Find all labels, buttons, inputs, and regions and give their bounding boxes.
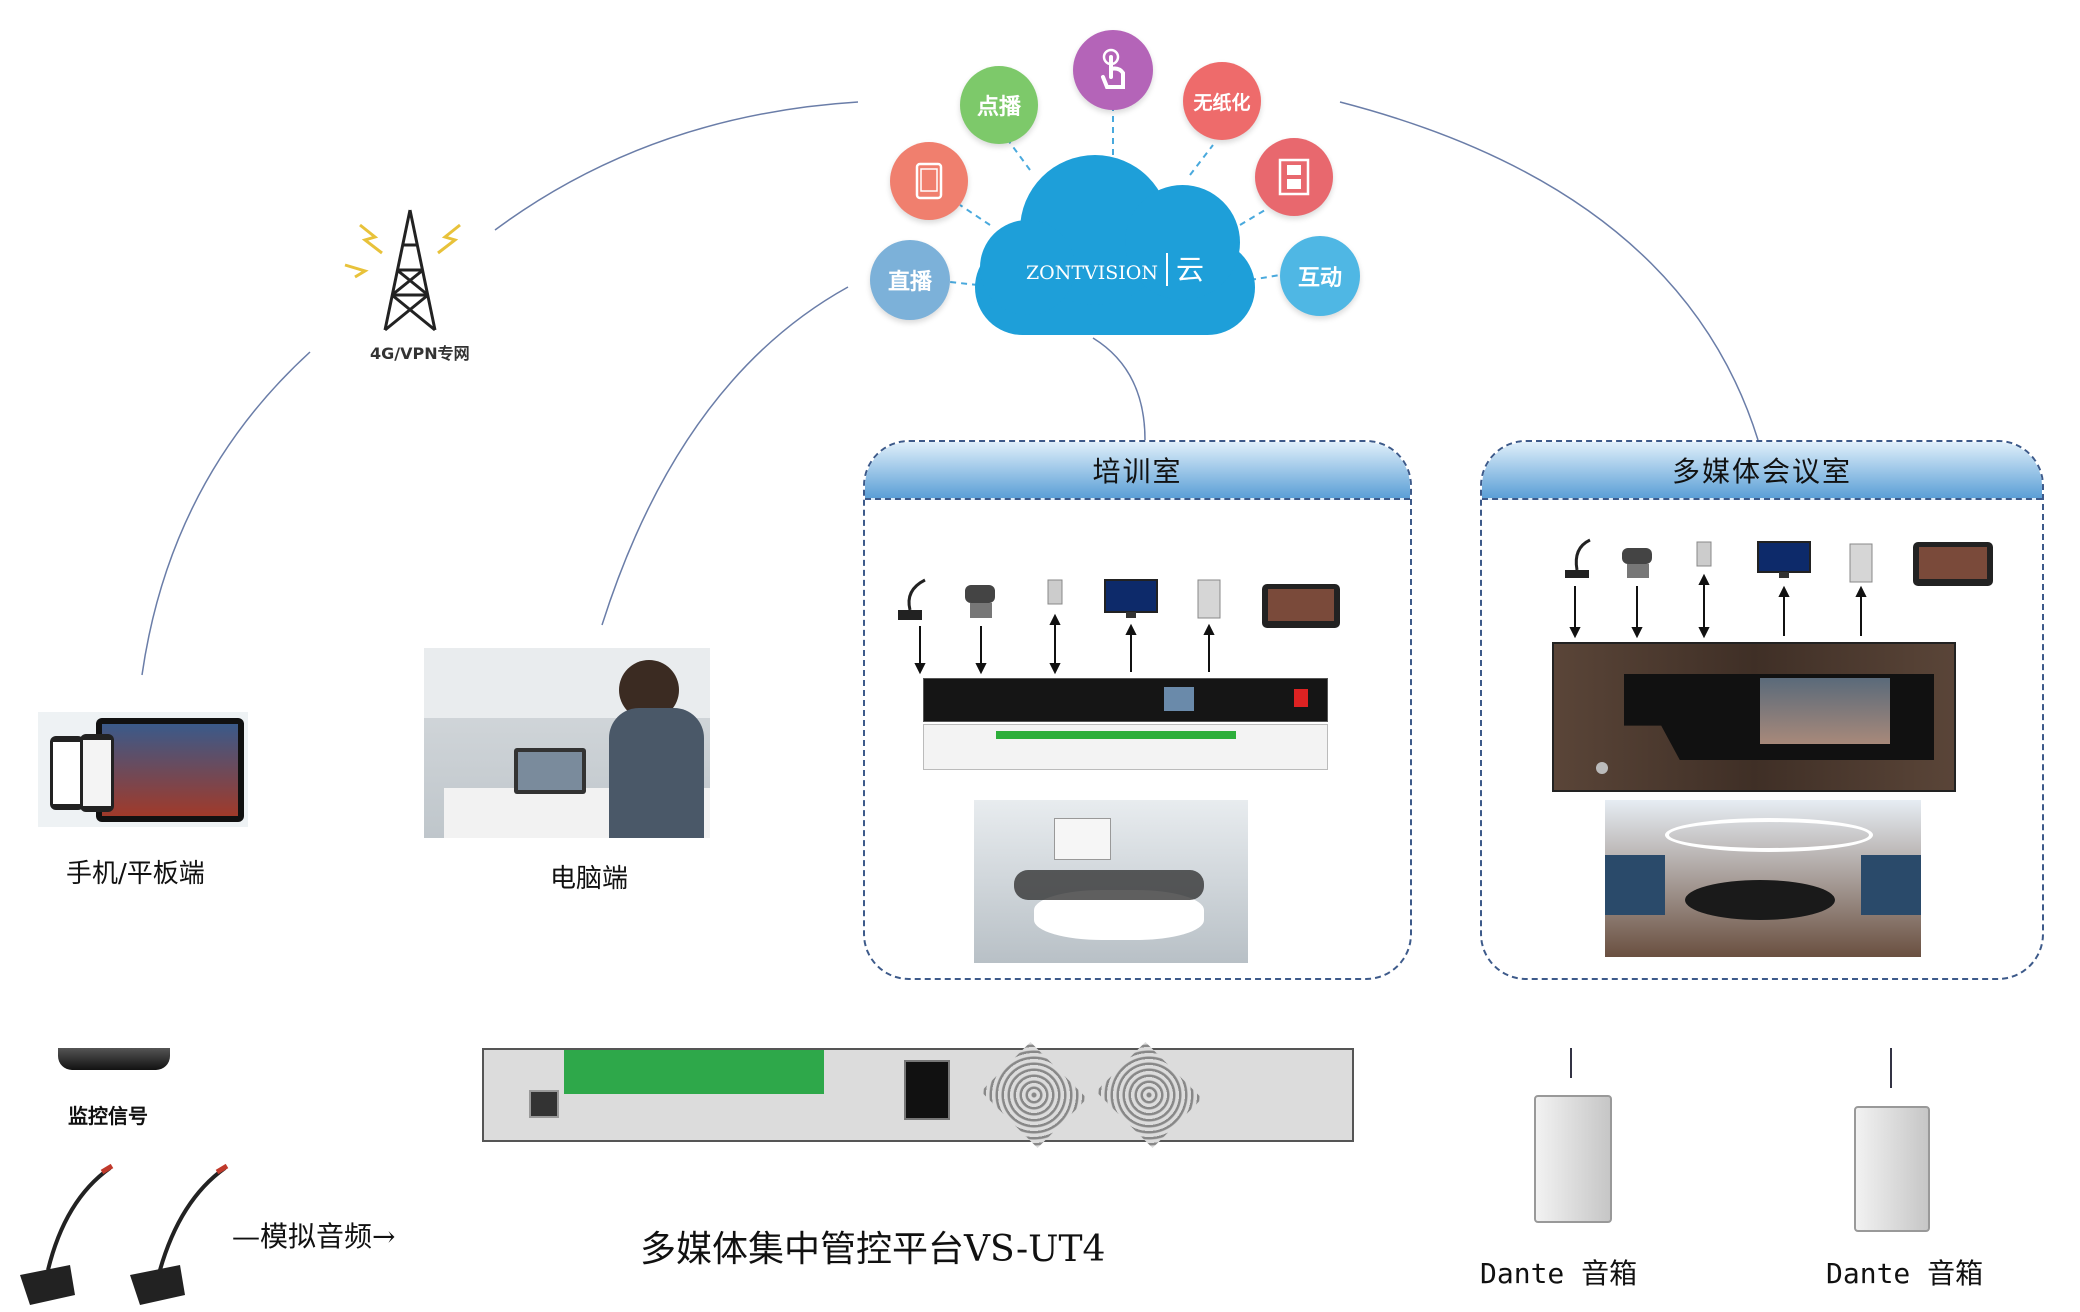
speaker-icon <box>1849 543 1873 583</box>
link-cloud-to-pc <box>601 286 849 626</box>
gooseneck-mic-icon <box>898 578 926 620</box>
gooseneck-mic-icon <box>1565 538 1591 578</box>
training-room-photo <box>974 800 1248 963</box>
service-film-bubble <box>1255 138 1333 216</box>
service-vod-bubble: 点播 <box>960 66 1038 144</box>
tablet-icon <box>915 162 943 200</box>
mobile-label: 手机/平板端 <box>66 859 205 889</box>
control-panel-icon <box>1696 541 1712 567</box>
training-controller-front <box>923 678 1328 722</box>
display-monitor-icon <box>1757 541 1811 578</box>
network-tower: 4G/VPN专网 <box>330 205 490 375</box>
mobile-tablet-image <box>38 712 248 827</box>
cloud-shape <box>975 145 1255 335</box>
touch-hand-icon <box>1101 48 1125 89</box>
service-paperless-bubble: 无纸化 <box>1183 62 1261 140</box>
desk-microphone-icon <box>130 1163 229 1305</box>
control-panel-icon <box>1047 579 1063 605</box>
service-interactive-label: 互动 <box>1297 266 1342 291</box>
ptz-camera-icon <box>965 585 995 618</box>
link-tower-to-mobile <box>141 351 311 676</box>
meeting-room-photo <box>1605 800 1921 957</box>
analog-audio-label: —模拟音频→ <box>232 1220 396 1253</box>
desk-microphone-icon <box>20 1163 114 1305</box>
service-vod-label: 点播 <box>976 95 1021 120</box>
pc-user-image <box>424 648 710 838</box>
link-cloud-to-tower <box>494 101 859 231</box>
brand-suffix: 云 <box>1166 253 1205 286</box>
meeting-room-devices <box>1565 538 1993 639</box>
service-live-bubble: 直播 <box>870 240 950 320</box>
link-cloud-to-meeting <box>1339 101 1759 441</box>
dante-speaker-right <box>1854 1106 1930 1232</box>
service-interactive-bubble: 互动 <box>1280 236 1360 316</box>
speaker-right-cable <box>1890 1048 1892 1088</box>
training-room-devices <box>898 578 1340 675</box>
service-live-label: 直播 <box>887 270 932 295</box>
meeting-room-title: 多媒体会议室 <box>1482 442 2042 500</box>
monitor-device <box>58 1048 170 1070</box>
platform-label: 多媒体集中管控平台VS-UT4 <box>640 1229 1106 1270</box>
training-room-title: 培训室 <box>865 442 1410 500</box>
speaker-icon <box>1197 579 1221 619</box>
link-cloud-to-training <box>1092 337 1146 441</box>
training-controller-back <box>923 724 1328 770</box>
speaker-right-label: Dante 音箱 <box>1826 1257 1984 1290</box>
cloud-brand: ZONTVISION 云 <box>1000 248 1230 288</box>
service-touch-bubble <box>1073 30 1153 110</box>
film-icon <box>1278 158 1310 196</box>
network-label: 4G/VPN专网 <box>370 344 470 363</box>
brand-text: ZONTVISION <box>1025 262 1158 284</box>
touch-panel-icon <box>1262 584 1340 628</box>
platform-device-rear <box>482 1041 1354 1149</box>
service-paperless-label: 无纸化 <box>1193 91 1251 114</box>
cloud-spokes <box>949 108 1281 286</box>
pc-label: 电脑端 <box>550 864 629 894</box>
speaker-left-label: Dante 音箱 <box>1480 1257 1638 1290</box>
service-tablet-bubble <box>890 142 968 220</box>
desk-microphones <box>20 1163 229 1305</box>
display-monitor-icon <box>1104 579 1158 618</box>
monitor-label: 监控信号 <box>68 1104 148 1128</box>
cell-tower-icon <box>344 209 461 332</box>
ptz-camera-icon <box>1622 548 1652 578</box>
dante-speaker-left <box>1534 1095 1612 1223</box>
touch-panel-icon <box>1913 542 1993 586</box>
speaker-left-cable <box>1570 1048 1572 1078</box>
meeting-controller-chassis <box>1552 642 1956 792</box>
